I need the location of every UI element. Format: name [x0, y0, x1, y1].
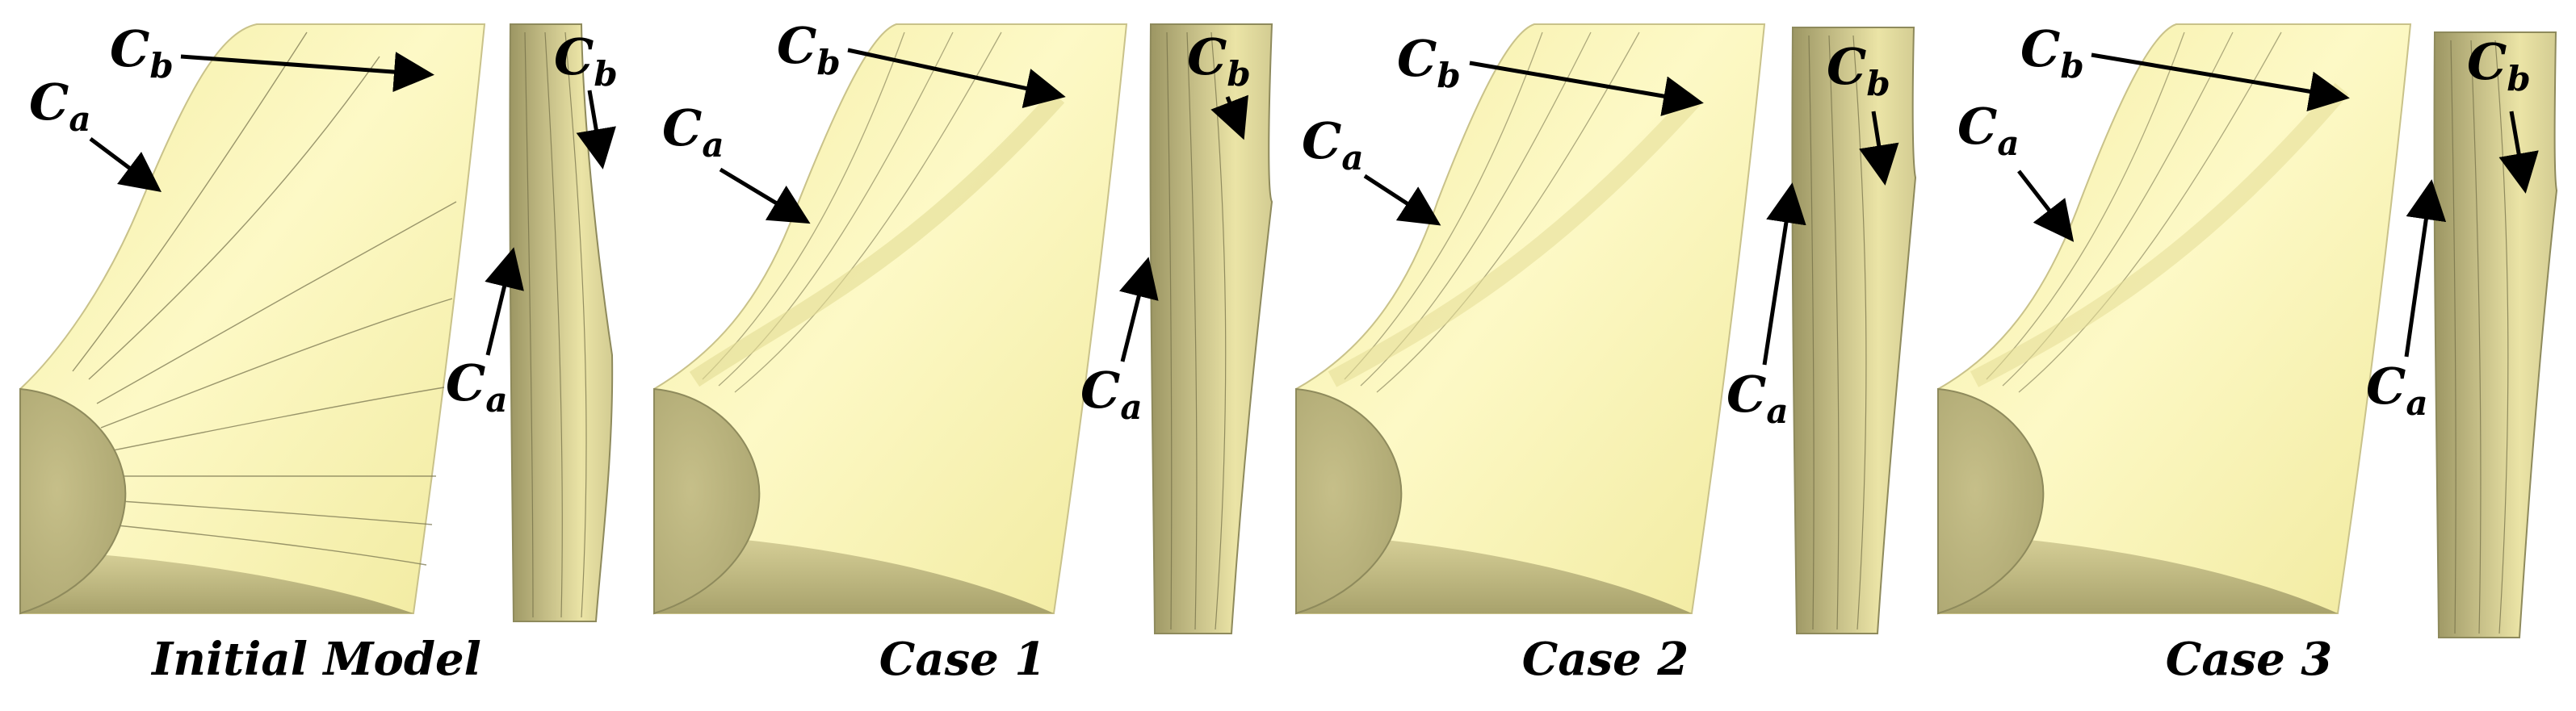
arrow-ca-front-case3: [2017, 169, 2075, 242]
label-ca-front-case2: Ca: [1302, 111, 1441, 226]
svg-text:Cb: Cb: [1187, 27, 1251, 94]
svg-text:Ca: Ca: [1957, 97, 2020, 163]
svg-text:Ca: Ca: [662, 98, 724, 165]
hub-case3: [1937, 387, 2045, 615]
hub-case2: [1295, 387, 1403, 615]
arrow-ca-side-initial: [485, 247, 524, 356]
arrow-cb-front-case3: [2091, 52, 2350, 112]
label-ca-side-case3: Ca: [2366, 179, 2447, 423]
svg-text:Cb: Cb: [1397, 29, 1461, 95]
caption-case-2: Case 2: [1521, 633, 1689, 686]
arrow-cb-side-case2: [1859, 111, 1899, 186]
arrow-cb-front-initial: [180, 52, 434, 93]
panel-case-3: Ca Cb Cb Ca: [1937, 19, 2558, 638]
blade-front-view-case3: [1937, 23, 2412, 615]
arrow-cb-side-case3: [2498, 111, 2539, 194]
label-cb-side-initial: Cb: [554, 27, 618, 169]
blade-front-view-case1: [653, 23, 1128, 615]
label-ca-front-case1: Ca: [662, 98, 811, 224]
svg-text:Ca: Ca: [1726, 365, 1789, 431]
blade-side-view-case2: [1791, 27, 1917, 634]
svg-text:Ca: Ca: [2366, 357, 2428, 423]
arrow-ca-side-case2: [1762, 182, 1806, 366]
svg-text:Cb: Cb: [777, 16, 841, 82]
label-cb-front-case1: Cb: [777, 16, 1066, 109]
panel-initial-model: Ca Cb Cb Ca: [19, 19, 618, 622]
svg-text:Cb: Cb: [110, 19, 174, 86]
label-ca-side-case1: Ca: [1080, 257, 1159, 427]
arrow-cb-side-initial: [576, 90, 616, 169]
panel-case-2: Ca Cb Cb Ca: [1295, 23, 1917, 634]
arrow-ca-front-case1: [719, 167, 811, 224]
label-cb-front-case3: Cb: [2020, 19, 2350, 112]
label-cb-side-case1: Cb: [1187, 27, 1251, 140]
label-ca-front-case3: Ca: [1957, 97, 2075, 242]
label-ca-front-initial: Ca: [29, 73, 162, 192]
svg-text:Cb: Cb: [554, 27, 618, 94]
svg-text:Cb: Cb: [2020, 19, 2084, 86]
svg-text:Cb: Cb: [1827, 37, 1890, 103]
label-ca-side-case2: Ca: [1726, 182, 1806, 431]
hub-case1: [653, 387, 761, 615]
arrow-ca-side-case1: [1119, 257, 1159, 362]
svg-text:Ca: Ca: [446, 353, 508, 420]
label-cb-front-case2: Cb: [1397, 29, 1704, 116]
blade-side-view-case3: [2433, 31, 2558, 638]
caption-case-3: Case 3: [2165, 633, 2333, 686]
caption-case-1: Case 1: [879, 633, 1047, 686]
blade-side-view-case1: [1149, 23, 1273, 634]
label-cb-side-case2: Cb: [1827, 37, 1899, 186]
hub-initial: [19, 387, 127, 615]
svg-text:Cb: Cb: [2467, 32, 2531, 98]
arrow-ca-side-case3: [2404, 179, 2447, 358]
panel-case-1: Ca Cb Cb Ca: [653, 16, 1273, 634]
label-cb-front-initial: Cb: [110, 19, 434, 93]
arrow-cb-front-case2: [1469, 61, 1704, 116]
arrow-cb-side-case1: [1210, 94, 1248, 140]
caption-initial-model: Initial Model: [152, 633, 481, 686]
svg-text:Ca: Ca: [1080, 361, 1143, 427]
label-cb-side-case3: Cb: [2467, 32, 2539, 194]
arrow-ca-front-initial: [89, 137, 162, 192]
arrow-cb-front-case1: [847, 48, 1066, 109]
svg-text:Ca: Ca: [29, 73, 91, 139]
blade-front-view-initial: [19, 23, 486, 615]
label-ca-side-initial: Ca: [446, 247, 524, 420]
blade-side-view-initial: [509, 23, 614, 622]
arrow-ca-front-case2: [1363, 174, 1441, 226]
blade-front-view-case2: [1295, 23, 1766, 615]
svg-text:Ca: Ca: [1302, 111, 1364, 178]
